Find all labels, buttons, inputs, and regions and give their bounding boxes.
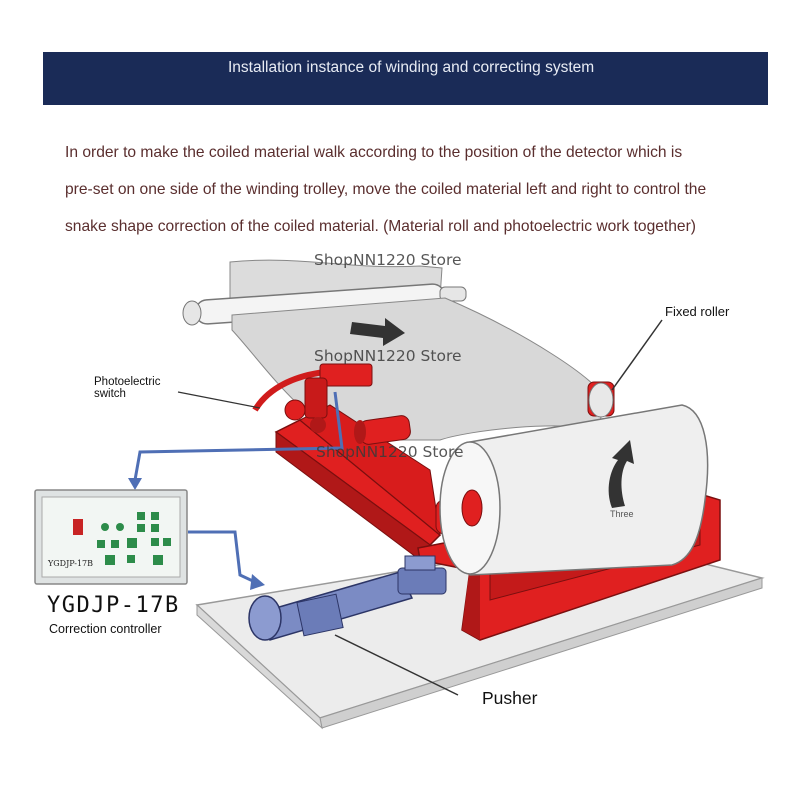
panel-model-label: YGDJP-17B <box>47 559 93 568</box>
correction-controller-panel: YGDJP-17B Three <box>34 489 634 585</box>
arrow-right-icon <box>350 318 405 346</box>
watermark-1: ShopNN1220 Store <box>314 251 462 269</box>
fixed-roller-end <box>588 382 614 418</box>
pusher-actuator <box>248 555 447 641</box>
material-roll <box>439 404 709 576</box>
photoelectric-label-line2: switch <box>94 388 126 400</box>
intro-line: In order to make the coiled material wal… <box>65 144 683 161</box>
controller-label: Correction controller <box>49 622 162 636</box>
watermark-3: ShopNN1220 Store <box>316 443 464 461</box>
connector-line <box>188 530 256 584</box>
photoelectric-switch <box>252 363 373 433</box>
fixed-roller-label: Fixed roller <box>665 304 730 319</box>
model-label: YGDJP-17B <box>47 593 180 618</box>
photoelectric-label-line1: Photoelectric <box>94 376 161 388</box>
intro-line: snake shape correction of the coiled mat… <box>65 218 696 235</box>
photoelectric-label: Photoelectric switch <box>94 376 160 400</box>
page-title: Installation instance of winding and cor… <box>228 59 595 76</box>
header-bar: Installation instance of winding and cor… <box>43 52 768 105</box>
connector-line <box>133 391 344 481</box>
pusher-label: Pusher <box>482 688 538 708</box>
curved-arrow-up-icon <box>608 440 634 508</box>
intro-paragraph: In order to make the coiled material wal… <box>65 134 777 245</box>
intro-line: pre-set on one side of the winding troll… <box>65 181 707 198</box>
watermark-2: ShopNN1220 Store <box>314 347 462 365</box>
roll-label: Three <box>610 509 634 519</box>
display-icon <box>73 519 83 535</box>
